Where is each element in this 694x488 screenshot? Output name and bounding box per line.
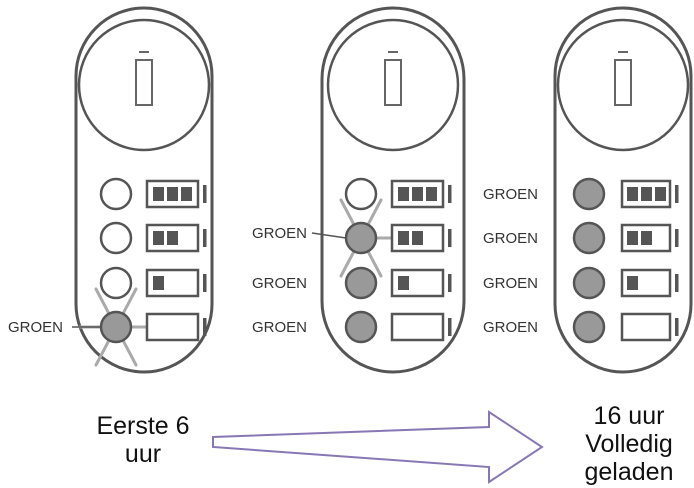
battery-level-icon — [390, 312, 452, 342]
battery-level-icon — [390, 268, 452, 298]
led-indicator-icon — [572, 266, 606, 300]
status-label: GROEN — [252, 225, 307, 242]
status-label: GROEN — [252, 319, 307, 336]
device-top-circle — [77, 18, 211, 152]
caption-end: 16 uur Volledig geladen — [584, 402, 674, 486]
led-indicator-icon — [572, 177, 606, 211]
device-2: GROEN GROEN GROEN — [252, 6, 466, 374]
battery-level-icon — [620, 268, 679, 298]
status-label: GROEN — [483, 319, 538, 336]
led-indicator-icon — [572, 310, 606, 344]
status-label: GROEN — [483, 275, 538, 292]
led-indicator-icon — [344, 310, 378, 344]
battery-icon — [384, 51, 402, 106]
battery-level-icon — [145, 268, 207, 298]
battery-level-icon — [620, 312, 679, 342]
battery-level-icon — [145, 223, 207, 253]
led-indicator-icon — [344, 221, 378, 255]
battery-icon — [614, 51, 632, 106]
led-indicator-icon — [99, 310, 133, 344]
battery-level-icon — [620, 223, 679, 253]
status-label: GROEN — [252, 275, 307, 292]
device-top-circle — [326, 18, 460, 152]
battery-level-icon — [390, 223, 452, 253]
battery-level-icon — [145, 179, 207, 209]
battery-level-icon — [145, 312, 207, 342]
status-label: GROEN — [483, 186, 538, 203]
led-indicator-icon — [99, 266, 133, 300]
caption-start: Eerste 6 uur — [96, 412, 190, 468]
led-indicator-icon — [99, 177, 133, 211]
arrow-right-icon — [212, 410, 544, 484]
battery-icon — [135, 51, 153, 106]
device-1: GROEN — [8, 6, 214, 374]
battery-level-icon — [390, 179, 452, 209]
led-indicator-icon — [572, 221, 606, 255]
label-leader-line — [311, 232, 347, 239]
status-label: GROEN — [483, 230, 538, 247]
device-top-circle — [556, 18, 690, 152]
device-3: GROEN GROEN GROEN GROEN — [483, 6, 693, 374]
led-indicator-icon — [344, 266, 378, 300]
status-label: GROEN — [8, 319, 63, 336]
led-indicator-icon — [99, 221, 133, 255]
battery-level-icon — [620, 179, 679, 209]
led-indicator-icon — [344, 177, 378, 211]
